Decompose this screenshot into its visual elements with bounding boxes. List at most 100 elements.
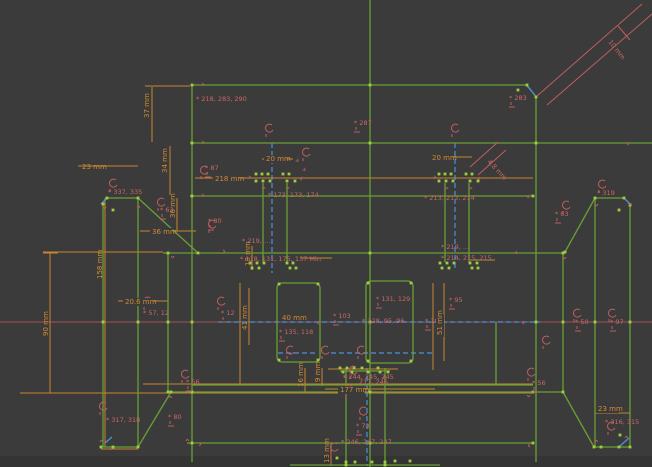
sketch-point[interactable] [190, 441, 194, 445]
sketch-line[interactable] [137, 391, 172, 448]
sketch-point[interactable] [277, 282, 281, 286]
conflict-label[interactable]: * 128, 95, 96 [362, 317, 405, 325]
sketch-point[interactable] [525, 83, 529, 87]
sketch-point[interactable] [437, 172, 441, 176]
sketch-point[interactable] [287, 172, 291, 176]
conflict-label[interactable]: * 219, … [441, 243, 469, 251]
conflict-label[interactable]: * 97 [610, 318, 624, 326]
conflict-label[interactable]: * 337, 335 [108, 188, 142, 196]
sketch-point[interactable] [166, 251, 170, 255]
dimension-label[interactable]: 13 mm [244, 241, 252, 266]
sketch-point[interactable] [443, 172, 447, 176]
sketch-point[interactable] [101, 320, 105, 324]
sketch-point[interactable] [376, 366, 380, 370]
sketch-point[interactable] [409, 359, 413, 363]
conflict-label[interactable]: * 213, 213, 214 [424, 194, 475, 202]
sketch-point[interactable] [254, 179, 258, 183]
sketch-point[interactable] [534, 95, 538, 99]
sketch-point[interactable] [452, 261, 456, 265]
sketch-point[interactable] [470, 266, 474, 270]
sketch-point[interactable] [444, 179, 448, 183]
sketch-point[interactable] [254, 172, 258, 176]
dimension-label[interactable]: 16 mm [297, 362, 305, 387]
sketch-point[interactable] [335, 456, 339, 460]
conflict-label[interactable]: * 131, 129 [376, 295, 410, 303]
conflict-label[interactable]: * 214, 215, 215 [441, 254, 492, 262]
conflict-label[interactable]: * 118, 131, 175, 137 Min [240, 255, 321, 263]
sketch-point[interactable] [599, 445, 603, 449]
dimension-label[interactable]: 37 mm [143, 93, 151, 118]
sketch-point[interactable] [257, 266, 261, 270]
conflict-label[interactable]: * 246, 247, 247 [341, 438, 392, 446]
sketch-point[interactable] [368, 251, 372, 255]
sketch-point[interactable] [383, 460, 387, 464]
sketch-point[interactable] [350, 370, 354, 374]
sketch-point[interactable] [262, 261, 266, 265]
sketch-point[interactable] [475, 261, 479, 265]
sketch-point[interactable] [451, 179, 455, 183]
sketch-point[interactable] [285, 261, 289, 265]
conflict-label[interactable]: * 80 [208, 217, 222, 225]
sketch-point[interactable] [618, 433, 622, 437]
sketch-point[interactable] [105, 196, 109, 200]
sketch-point[interactable] [353, 460, 357, 464]
sketch-rounded-rect[interactable] [276, 282, 321, 363]
conflict-label[interactable]: * 287 [354, 119, 372, 127]
fillet-arc[interactable] [619, 437, 630, 447]
sketch-point[interactable] [593, 196, 597, 200]
sketch-point[interactable] [409, 281, 413, 285]
sketch-point[interactable] [628, 203, 632, 207]
sketch-point[interactable] [468, 261, 472, 265]
sketch-point[interactable] [531, 194, 535, 198]
sketch-point[interactable] [268, 179, 272, 183]
sketch-point[interactable] [190, 194, 194, 198]
sketch-point[interactable] [166, 320, 170, 324]
conflict-label[interactable]: * 12 [221, 309, 235, 317]
sketch-point[interactable] [248, 261, 252, 265]
dimension-label[interactable]: 20 mm [266, 155, 291, 163]
sketch-point[interactable] [622, 196, 626, 200]
sketch-point[interactable] [266, 172, 270, 176]
sketch-point[interactable] [561, 320, 565, 324]
sketch-point[interactable] [366, 370, 370, 374]
conflict-label[interactable]: * 317, 318 [106, 416, 140, 424]
conflict-label[interactable]: * 80 [168, 413, 182, 421]
conflict-dimension-line[interactable] [617, 25, 631, 41]
sketch-point[interactable] [294, 266, 298, 270]
sketch-point[interactable] [617, 208, 621, 212]
dimension-label[interactable]: 23 mm [82, 163, 107, 171]
sketch-point[interactable] [288, 266, 292, 270]
dimension-label[interactable]: 40 mm [282, 314, 307, 322]
dimension-label[interactable]: 36 mm [169, 193, 177, 218]
conflict-dimension-line[interactable] [477, 149, 507, 176]
sketch-point[interactable] [136, 320, 140, 324]
sketch-point[interactable] [344, 463, 348, 467]
sketch-rounded-rect[interactable] [365, 280, 414, 364]
sketch-point[interactable] [316, 282, 320, 286]
dimension-label[interactable]: 218 mm [215, 175, 244, 183]
conflict-label[interactable]: * 319 [597, 189, 615, 197]
conflict-dimension-line[interactable] [546, 13, 652, 106]
sketch-point[interactable] [445, 261, 449, 265]
conflict-label[interactable]: * 63 [555, 210, 569, 218]
conflict-label[interactable]: * 283 [509, 94, 527, 102]
conflict-label[interactable]: * 244, 245, 245 [343, 373, 394, 381]
sketch-point[interactable] [592, 445, 596, 449]
sketch-point[interactable] [561, 251, 565, 255]
conflict-label[interactable]: 217, 246 [359, 378, 388, 386]
sketch-point[interactable] [293, 179, 297, 183]
dimension-label[interactable]: 13 mm [323, 438, 331, 463]
sketch-point[interactable] [368, 320, 372, 324]
sketch-point[interactable] [476, 266, 480, 270]
sketch-point[interactable] [316, 358, 320, 362]
conflict-label[interactable]: * 173, 173, 174 [268, 191, 319, 199]
fillet-arc[interactable] [526, 85, 536, 96]
sketch-point[interactable] [196, 251, 200, 255]
conflict-label[interactable]: * 103 [333, 312, 351, 320]
sketch-point[interactable] [341, 370, 345, 374]
sketch-point[interactable] [111, 445, 115, 449]
sketch-point[interactable] [531, 441, 535, 445]
sketch-point[interactable] [534, 141, 538, 145]
sketch-point[interactable] [464, 172, 468, 176]
